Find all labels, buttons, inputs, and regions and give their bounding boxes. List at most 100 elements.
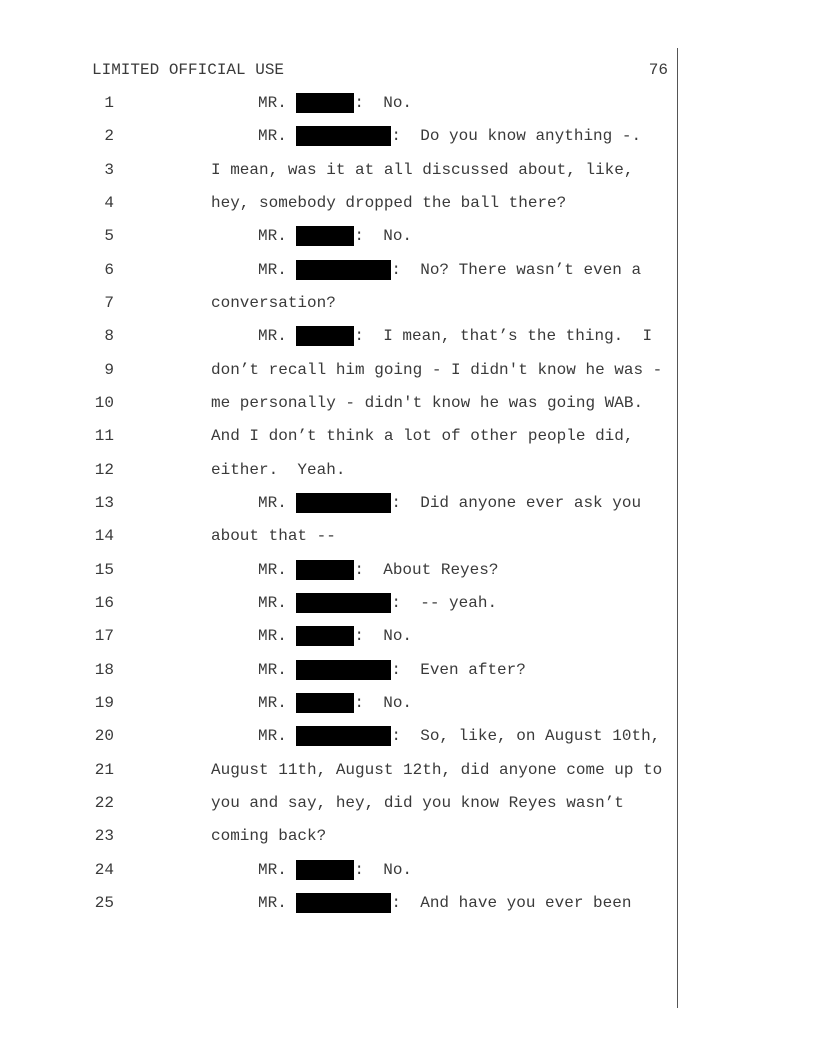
- speaker-label: MR.: [258, 94, 287, 112]
- redaction-block: [296, 859, 355, 880]
- line-number: 21: [94, 760, 114, 779]
- redaction-block: [296, 226, 355, 247]
- continuation-text: August 11th, August 12th, did anyone com…: [211, 760, 663, 779]
- continuation-text: hey, somebody dropped the ball there?: [211, 193, 567, 212]
- continuation-text: don’t recall him going - I didn't know h…: [211, 360, 663, 379]
- redaction-block: [296, 892, 392, 913]
- line-number: 16: [94, 593, 114, 612]
- speaker-label: MR.: [258, 327, 287, 346]
- line-text: don’t recall him going - I didn't know h…: [211, 360, 662, 380]
- line-text: MR. : I mean, that’s the thing. I: [258, 326, 653, 347]
- redaction-block: [296, 126, 392, 147]
- line-number: 25: [94, 893, 114, 912]
- redaction-block: [296, 726, 392, 747]
- line-text: me personally - didn't know he was going…: [211, 393, 643, 413]
- line-number: 8: [104, 327, 114, 346]
- speaker-label: MR.: [258, 227, 287, 246]
- redaction-block: [296, 692, 355, 713]
- line-number: 6: [104, 260, 114, 279]
- line-text: MR. : Even after?: [258, 659, 526, 680]
- speaker-label: MR.: [258, 560, 287, 579]
- line-number: 9: [104, 360, 114, 379]
- line-text: August 11th, August 12th, did anyone com…: [211, 760, 662, 780]
- line-text: MR. : So, like, on August 10th,: [258, 726, 661, 747]
- utterance-text: : About Reyes?: [354, 560, 499, 579]
- line-text: conversation?: [211, 293, 336, 313]
- continuation-text: about that --: [211, 527, 336, 546]
- line-number: 13: [94, 493, 114, 512]
- speaker-label: MR.: [258, 660, 287, 679]
- line-text: MR. : Did anyone ever ask you: [258, 492, 642, 513]
- speaker-label: MR.: [258, 727, 287, 746]
- continuation-text: you and say, hey, did you know Reyes was…: [211, 793, 624, 812]
- continuation-text: And I don’t think a lot of other people …: [211, 427, 634, 446]
- redaction-block: [296, 93, 355, 113]
- line-text: about that --: [211, 526, 336, 546]
- line-number: 7: [104, 293, 114, 312]
- redaction-block: [296, 326, 355, 347]
- line-number: 11: [94, 427, 114, 446]
- utterance-text: : Even after?: [391, 660, 526, 679]
- continuation-text: conversation?: [211, 293, 336, 312]
- utterance-text: : Do you know anything -.: [391, 127, 642, 146]
- line-text: MR. : Do you know anything -.: [258, 126, 642, 147]
- utterance-text: : So, like, on August 10th,: [391, 727, 661, 746]
- line-text: hey, somebody dropped the ball there?: [211, 193, 566, 213]
- line-number: 15: [94, 560, 114, 579]
- line-text: either. Yeah.: [211, 460, 345, 480]
- line-text: coming back?: [211, 826, 326, 846]
- speaker-label: MR.: [258, 260, 287, 279]
- utterance-text: : No.: [354, 860, 413, 879]
- continuation-text: I mean, was it at all discussed about, l…: [211, 160, 634, 179]
- classification-header: LIMITED OFFICIAL USE: [92, 61, 285, 79]
- line-text: MR. : About Reyes?: [258, 559, 499, 580]
- line-number: 12: [94, 460, 114, 479]
- utterance-text: : No.: [354, 693, 413, 712]
- line-number: 22: [94, 793, 114, 812]
- line-number: 17: [94, 627, 114, 646]
- line-text: you and say, hey, did you know Reyes was…: [211, 793, 624, 813]
- speaker-label: MR.: [258, 627, 287, 646]
- page-number: 76: [648, 61, 668, 79]
- line-number: 19: [94, 693, 114, 712]
- redaction-block: [296, 559, 355, 580]
- redaction-block: [296, 626, 355, 647]
- line-number: 1: [104, 94, 114, 112]
- line-number: 4: [104, 193, 114, 212]
- line-text: MR. : -- yeah.: [258, 592, 497, 613]
- margin-rule: [677, 48, 678, 1008]
- speaker-label: MR.: [258, 860, 287, 879]
- line-number: 20: [94, 727, 114, 746]
- continuation-text: coming back?: [211, 827, 327, 846]
- line-text: MR. : No.: [258, 626, 413, 647]
- continuation-text: me personally - didn't know he was going…: [211, 393, 644, 412]
- utterance-text: : No.: [354, 94, 413, 112]
- line-text: MR. : No.: [258, 226, 413, 247]
- line-number: 23: [94, 827, 114, 846]
- line-text: I mean, was it at all discussed about, l…: [211, 160, 633, 180]
- line-text: MR. : And have you ever been: [258, 892, 632, 913]
- redaction-block: [296, 492, 392, 513]
- redaction-block: [296, 592, 392, 613]
- line-text: MR. : No.: [258, 692, 413, 713]
- line-number: 2: [104, 127, 114, 146]
- line-text: MR. : No.: [258, 93, 412, 113]
- redaction-block: [296, 259, 392, 280]
- line-number: 10: [94, 393, 114, 412]
- line-text: MR. : No.: [258, 859, 413, 880]
- continuation-text: either. Yeah.: [211, 460, 346, 479]
- utterance-text: : No? There wasn’t even a: [391, 260, 642, 279]
- line-text: MR. : No? There wasn’t even a: [258, 259, 642, 280]
- utterance-text: : No.: [354, 227, 413, 246]
- speaker-label: MR.: [258, 893, 287, 912]
- redaction-block: [296, 659, 392, 680]
- utterance-text: : No.: [354, 627, 413, 646]
- line-number: 24: [94, 860, 114, 879]
- utterance-text: : Did anyone ever ask you: [391, 493, 642, 512]
- speaker-label: MR.: [258, 593, 287, 612]
- line-text: And I don’t think a lot of other people …: [211, 426, 633, 446]
- utterance-text: : I mean, that’s the thing. I: [354, 327, 653, 346]
- line-number: 14: [94, 527, 114, 546]
- utterance-text: : And have you ever been: [391, 893, 632, 912]
- speaker-label: MR.: [258, 493, 287, 512]
